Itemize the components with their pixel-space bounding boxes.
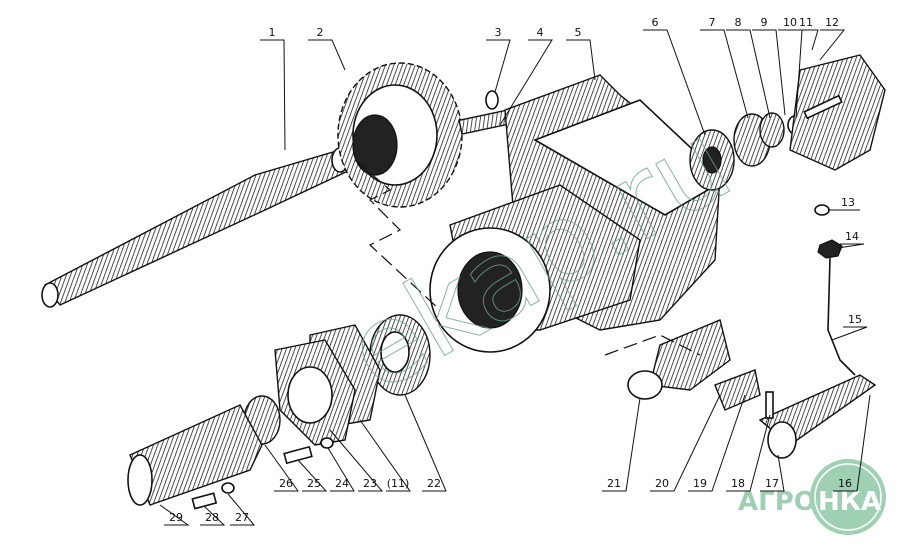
- leader-line: [688, 394, 746, 492]
- part-label: 5: [575, 26, 582, 39]
- part-8: [759, 112, 785, 148]
- leader-line: [227, 493, 256, 526]
- leader-line: [602, 397, 641, 492]
- leader-line: [159, 504, 190, 526]
- bolt-28: [191, 492, 218, 510]
- part-label: (11): [387, 477, 410, 490]
- leader-line: [297, 459, 328, 492]
- leader-line: [260, 39, 286, 151]
- part-label: 15: [848, 313, 862, 326]
- part-label: 8: [735, 16, 742, 29]
- part-label: 24: [335, 477, 349, 490]
- part-label: 10: [783, 16, 797, 29]
- flange-23-bore: [287, 366, 333, 424]
- gear: [337, 62, 463, 208]
- leader-line: [726, 414, 771, 492]
- leader-line: [264, 444, 299, 492]
- leader-line: [650, 394, 721, 492]
- part-label: 13: [841, 196, 855, 209]
- svg-text:АГРО: АГРО: [738, 487, 816, 517]
- part-label: 14: [845, 230, 859, 243]
- leader-line: [752, 29, 786, 116]
- part-label: 22: [427, 477, 441, 490]
- part-label: 11: [799, 16, 813, 29]
- bearing-6-bore: [702, 146, 722, 174]
- leader-line: [329, 429, 384, 492]
- leader-line: [726, 29, 771, 119]
- part-label: 4: [537, 26, 544, 39]
- part-label: 3: [495, 26, 502, 39]
- agronka-logo: АГРО НКА: [738, 459, 886, 535]
- leader-line: [486, 39, 511, 93]
- bolt-25: [283, 445, 313, 465]
- part-label: 12: [825, 16, 839, 29]
- bolt-11: [803, 94, 843, 120]
- part-label: 28: [205, 511, 219, 524]
- part-label: 2: [317, 26, 324, 39]
- leader-line: [833, 394, 871, 492]
- ring: [485, 90, 499, 110]
- leader-line: [499, 39, 553, 126]
- leader-line: [831, 326, 868, 341]
- splined-shaft: [41, 147, 351, 308]
- leader-line: [643, 29, 706, 136]
- part-label: 23: [363, 477, 377, 490]
- part-label: 7: [709, 16, 716, 29]
- part-label: 19: [693, 477, 707, 490]
- washer-24: [320, 437, 334, 449]
- part-label: 18: [731, 477, 745, 490]
- assembly-line: [604, 334, 701, 356]
- part-label: 1: [269, 26, 276, 39]
- part-19: [714, 369, 761, 411]
- part-label: 26: [279, 477, 293, 490]
- nut-14: [817, 239, 843, 259]
- sleeve-29-end: [127, 454, 153, 506]
- pin: [458, 109, 512, 135]
- leader-line: [359, 419, 411, 492]
- fork-20: [649, 319, 731, 391]
- part-label: 9: [761, 16, 768, 29]
- washer-27: [221, 482, 235, 494]
- part-label: 17: [765, 477, 779, 490]
- part-label: 21: [607, 477, 621, 490]
- svg-text:НКА: НКА: [818, 487, 881, 517]
- lever-17-hub: [767, 421, 797, 459]
- leader-line: [760, 454, 785, 492]
- plate-21: [627, 370, 663, 400]
- part-label: 25: [307, 477, 321, 490]
- part-label: 29: [169, 511, 183, 524]
- part-label: 20: [655, 477, 669, 490]
- bearing-22-bore: [380, 331, 410, 373]
- leader-line: [404, 394, 447, 492]
- assembly-line: [354, 159, 441, 311]
- leader-line: [566, 39, 596, 81]
- pin-18: [765, 391, 774, 419]
- part-label: 27: [235, 511, 249, 524]
- cover-12: [789, 54, 886, 171]
- leader-line: [327, 447, 355, 492]
- leader-line: [794, 29, 819, 51]
- leader-line: [700, 29, 749, 119]
- leader-line: [819, 29, 846, 61]
- part-label: 16: [838, 477, 852, 490]
- leader-line: [837, 243, 865, 249]
- housing: [429, 74, 727, 353]
- leader-line: [200, 505, 226, 526]
- rod-15: [827, 257, 856, 376]
- leader-line: [308, 39, 346, 71]
- clip-13: [814, 204, 830, 216]
- part-label: 6: [652, 16, 659, 29]
